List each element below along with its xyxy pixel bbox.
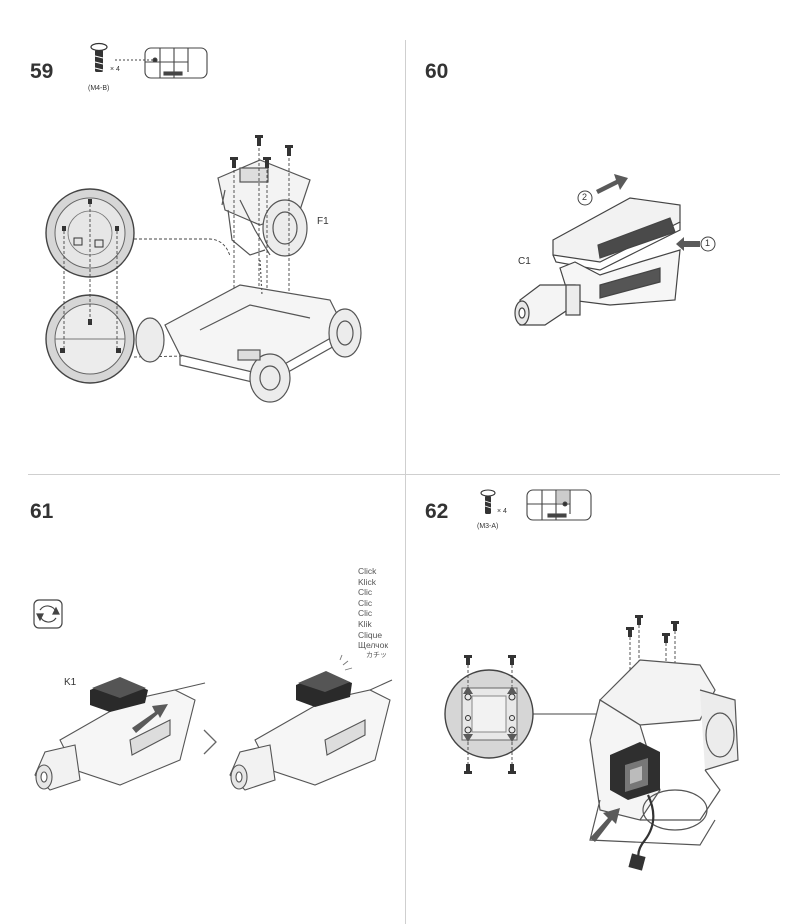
click-word: Clic	[358, 587, 373, 598]
blaster-right	[229, 679, 393, 791]
callout-circle-1	[700, 236, 716, 252]
click-word: Click	[358, 566, 377, 576]
step-61-part-label: K1	[64, 677, 77, 688]
step-60-callout-1: 1	[705, 238, 711, 248]
rotate-icon	[33, 599, 63, 629]
camera-module	[610, 742, 660, 800]
step-62-number: 62	[425, 500, 449, 523]
screw-icon	[90, 42, 108, 72]
vertical-divider	[405, 40, 406, 924]
magnified-circle-top	[45, 188, 135, 278]
magnified-circle	[444, 669, 534, 759]
step-60-number: 60	[425, 60, 449, 83]
arrow-icon	[463, 686, 517, 742]
gimbal-assembly	[217, 159, 311, 257]
step-62-screw-code: (M3-A)	[477, 523, 499, 530]
step-59-screw-code: (M4-B)	[88, 85, 110, 92]
click-word: Klik	[358, 618, 372, 629]
magnified-circle-bottom	[45, 294, 135, 384]
arrow-icon	[676, 237, 700, 251]
step-59-part-label: F1	[317, 216, 329, 227]
step-60-part-label: C1	[518, 256, 531, 267]
click-word: Щелчок	[358, 640, 389, 651]
step-62-screw-qty: × 4	[497, 508, 507, 515]
battery-pack-left	[90, 677, 148, 712]
blaster-module	[514, 197, 681, 326]
horizontal-divider	[28, 474, 780, 475]
callout-circle-2	[577, 190, 593, 206]
click-sound-list: Click Klick Clic Clic Clic Klik Clique Щ…	[358, 566, 388, 661]
step-61-number: 61	[30, 500, 54, 523]
step-59-number: 59	[30, 60, 54, 83]
arrow-icon	[596, 174, 628, 194]
battery-pack-right	[296, 671, 352, 707]
screw-box-icon	[526, 489, 592, 521]
click-word: Klick	[358, 576, 376, 587]
arrow-icon	[132, 704, 168, 733]
click-word: Clic	[358, 597, 373, 608]
cable-connector	[628, 853, 646, 871]
click-word: Clique	[358, 629, 383, 640]
click-word-jp: カチッ	[366, 651, 387, 659]
click-word: Clic	[358, 608, 373, 619]
robot-chassis	[135, 259, 362, 403]
screw-icon	[480, 489, 496, 514]
step-59-screw-qty: × 4	[110, 66, 120, 73]
chevron-right-icon	[203, 729, 217, 755]
arrow-icon	[590, 808, 620, 842]
screw-box-icon	[115, 47, 208, 79]
step-60-callout-2: 2	[582, 192, 588, 202]
